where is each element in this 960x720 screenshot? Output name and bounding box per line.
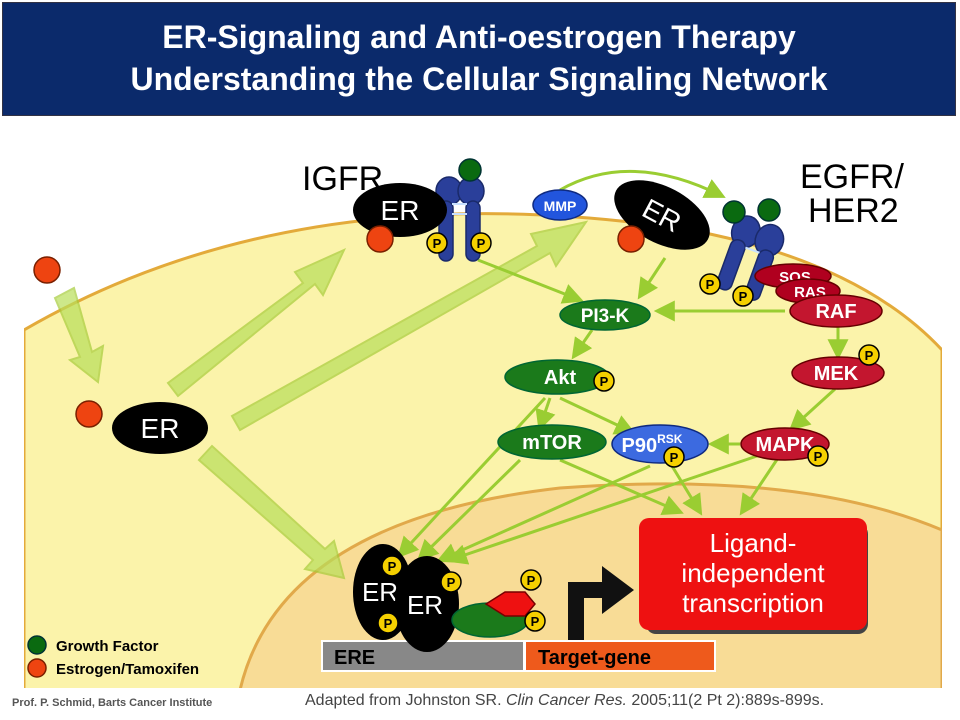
phospho-badge: [807, 445, 829, 467]
phospho-badge: [520, 569, 542, 591]
arrow-mapk-to-transcription: [739, 457, 780, 516]
phospho-label: P: [600, 374, 609, 389]
p90rsk-label: P90RSK: [622, 432, 683, 457]
estrogen-at-membrane-er: [617, 225, 645, 253]
arrow-mmp-to-egfr: [559, 170, 726, 198]
big-arrow-to-nucleus: [197, 444, 346, 580]
mtor-node: [497, 424, 607, 460]
er-membrane-igfr-label: ER: [381, 195, 420, 226]
egfr-growth-factor-2: [757, 198, 781, 222]
phospho-label: P: [384, 616, 393, 631]
title-line-2: Understanding the Cellular Signaling Net…: [130, 61, 828, 97]
phospho-badge: [858, 344, 880, 366]
igfr-growth-factor: [458, 158, 482, 182]
ligand-independent-transcription-box: [639, 518, 867, 630]
raf-node: [789, 294, 883, 328]
coactivator-red: [484, 591, 536, 617]
mapk-node: [740, 427, 830, 461]
arrow-mek-to-mapk: [788, 387, 837, 431]
pi3k-label: PI3-K: [581, 306, 630, 327]
arrow-mapk-to-nuclear-er: [446, 453, 761, 565]
mapk-label: MAPK: [756, 434, 815, 456]
outcome-line-3: transcription: [682, 588, 824, 618]
mmp-node: [532, 189, 588, 221]
arrow-mtor-to-nuclear-er: [417, 458, 522, 561]
phospho-badge: [593, 370, 615, 392]
arrow-akt-to-mtor: [535, 397, 556, 431]
arrow-igfr-to-pi3k: [477, 258, 584, 304]
phospho-badges: P P P P P P P P: [426, 232, 880, 468]
title-line-1: ER-Signaling and Anti-oestrogen Therapy: [162, 19, 796, 55]
target-gene-label: Target-gene: [538, 647, 651, 669]
er-nuclear-back-label: ER: [362, 577, 398, 607]
phospho-label: P: [527, 573, 536, 588]
raf-label: RAF: [815, 301, 856, 323]
mek-label: MEK: [814, 363, 859, 385]
pi3k-node: [559, 299, 651, 331]
phospho-badge: [377, 612, 399, 634]
estrogen-cytoplasm: [75, 400, 103, 428]
big-arrow-down: [53, 286, 105, 384]
phospho-badge: [426, 232, 448, 254]
arrow-pi3k-to-akt: [571, 329, 594, 360]
igfr-receptor: [435, 176, 485, 262]
phospho-label: P: [670, 450, 679, 465]
er-nuclear-front-label: ER: [407, 590, 443, 620]
phospho-label: P: [814, 449, 823, 464]
big-arrow-to-membrane-er: [230, 220, 589, 432]
egfr-growth-factor-1: [722, 200, 746, 224]
estrogen-at-igfr: [366, 225, 394, 253]
phospho-badge: [470, 232, 492, 254]
mek-node: [791, 356, 885, 390]
legend-estrogen-label: Estrogen/Tamoxifen: [56, 661, 199, 678]
arrow-akt-to-p90: [559, 396, 636, 435]
legend-estrogen-swatch: [27, 658, 47, 678]
er-cytoplasm: [112, 402, 208, 454]
er-cytoplasm-label: ER: [141, 413, 180, 444]
phospho-badge: [440, 571, 462, 593]
target-gene-segment: [524, 640, 716, 672]
phospho-label: P: [447, 575, 456, 590]
egfr-label-line1: EGFR/: [800, 158, 904, 196]
citation-journal: Clin Cancer Res.: [506, 692, 627, 709]
phospho-label: P: [531, 614, 540, 629]
estrogen-extracellular: [33, 256, 61, 284]
phospho-badge: [699, 273, 721, 295]
phospho-label: P: [865, 348, 874, 363]
legend: Growth Factor Estrogen/Tamoxifen: [27, 635, 199, 678]
phospho-label: P: [388, 559, 397, 574]
arrow-mtor-to-transcription: [559, 458, 684, 515]
egfr-receptor: [716, 215, 785, 301]
legend-growth-factor-label: Growth Factor: [56, 638, 159, 655]
citation: Adapted from Johnston SR. Clin Cancer Re…: [305, 692, 824, 710]
ere-label: ERE: [334, 647, 375, 669]
outcome-line-2: independent: [681, 558, 825, 588]
outcome-line-1: Ligand-: [710, 528, 797, 558]
citation-text: Adapted from Johnston SR.: [305, 692, 506, 709]
transcription-start-arrow: [568, 566, 634, 640]
phospho-label: P: [706, 277, 715, 292]
phospho-label: P: [739, 289, 748, 304]
phospho-badge: [663, 446, 685, 468]
presenter-credit: Prof. P. Schmid, Barts Cancer Institute: [12, 697, 213, 709]
arrow-akt-to-nuclear-er: [397, 396, 547, 559]
arrow-p90-to-transcription: [670, 465, 703, 516]
arrow-er-to-pi3k: [637, 257, 667, 300]
legend-growth-factor-swatch: [27, 635, 47, 655]
akt-label: Akt: [544, 367, 577, 389]
phospho-badge: [381, 555, 403, 577]
phospho-label: P: [433, 236, 442, 251]
mtor-label: mTOR: [522, 432, 582, 454]
big-arrow-to-igfr: [166, 247, 347, 398]
phospho-label: P: [477, 236, 486, 251]
egfr-label-line2: HER2: [808, 192, 899, 230]
phospho-badge: [524, 610, 546, 632]
mmp-label: MMP: [544, 198, 577, 214]
er-membrane-igfr: [353, 183, 447, 237]
phospho-badge: [732, 285, 754, 307]
citation-details: 2005;11(2 Pt 2):889s-899s.: [626, 692, 825, 709]
title-banner: ER-Signaling and Anti-oestrogen Therapy …: [2, 2, 956, 116]
arrow-p90-to-nuclear-er: [436, 464, 651, 563]
